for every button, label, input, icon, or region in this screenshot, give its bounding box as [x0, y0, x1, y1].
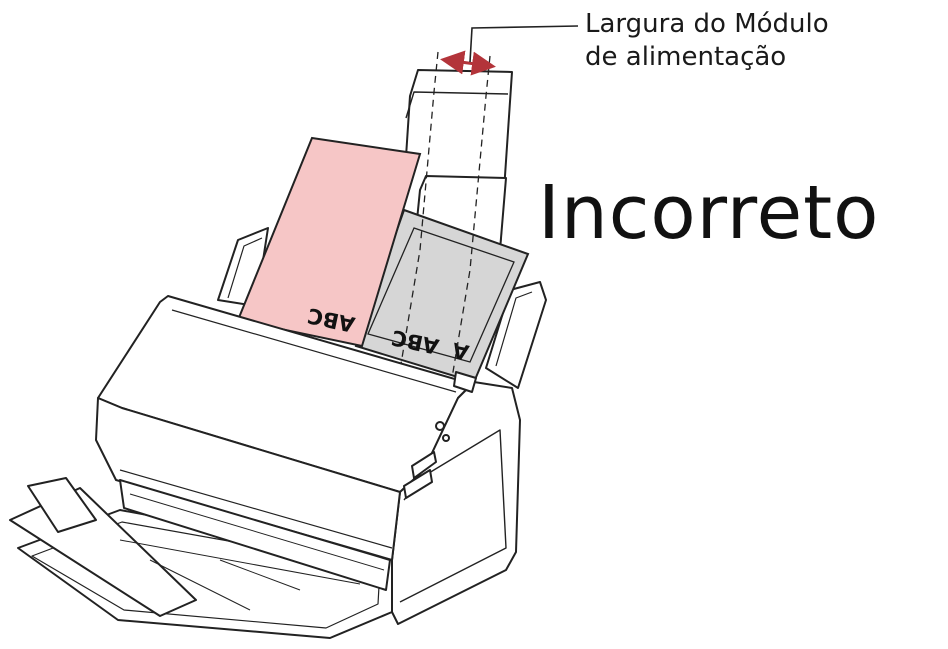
callout-line-1: Largura do Módulo [585, 9, 829, 39]
scanner-body [95, 295, 521, 625]
chute-extension [399, 69, 513, 251]
callout-leader [469, 25, 579, 63]
scanner-button-upper [411, 451, 437, 479]
output-stacker [9, 477, 393, 639]
feed-width-arrow [440, 50, 496, 76]
callout-line-2: de alimentação [585, 42, 787, 72]
document-back: ABC A [354, 208, 530, 384]
status-label: Incorreto [538, 170, 880, 256]
feed-width-guide-lines [399, 51, 491, 379]
feed-width-callout: Largura do Módulo de alimentação [585, 8, 829, 74]
power-led [435, 421, 445, 431]
scanner-button-lower [403, 469, 433, 499]
document-front: ABC [236, 136, 422, 348]
status-led [442, 434, 450, 442]
